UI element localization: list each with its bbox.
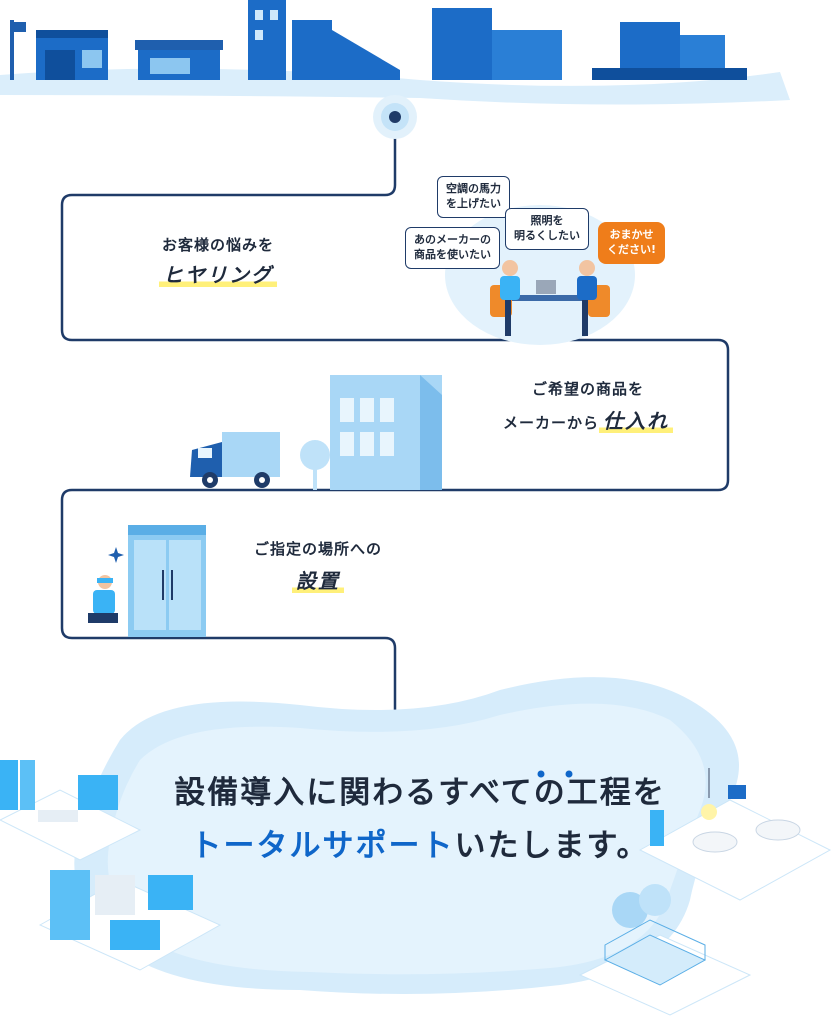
- speech-bubble-aircon: 空調の馬力 を上げたい: [437, 176, 510, 218]
- step-installation: ご指定の場所への 設置: [218, 540, 418, 594]
- tagline-line2: トータルサポートいたします。: [140, 831, 700, 862]
- start-point-icon: [373, 95, 417, 139]
- step-procurement-emphasis: 仕入れ: [599, 408, 673, 433]
- kitchen-scene-illustration: [38, 870, 222, 971]
- installation-illustration: [88, 525, 206, 637]
- step-procurement-text: ご希望の商品を: [531, 380, 644, 398]
- tagline-emphasis-dots: [537, 770, 573, 778]
- cityscape-illustration: [0, 0, 790, 105]
- step-procurement: ご希望の商品を メーカーから仕入れ: [478, 380, 698, 434]
- step-hearing-emphasis: ヒヤリング: [159, 262, 277, 287]
- speech-bubble-maker: あのメーカーの 商品を使いたい: [405, 227, 500, 269]
- tagline: 設備導入に関わるすべての工程を トータルサポートいたします。: [140, 778, 700, 862]
- step-procurement-prefix: メーカーから: [502, 413, 599, 432]
- tagline-total-support: トータルサポート: [190, 828, 455, 864]
- step-installation-text: ご指定の場所への: [253, 540, 382, 558]
- tagline-line1: 設備導入に関わるすべての工程を: [174, 775, 666, 811]
- step-hearing: お客様の悩みを ヒヤリング: [118, 236, 318, 288]
- step-hearing-text: お客様の悩みを: [161, 236, 274, 254]
- truck-building-illustration: [190, 375, 442, 490]
- laundry-scene-illustration: [0, 760, 142, 861]
- step-installation-emphasis: 設置: [292, 568, 344, 593]
- cafe-scene-illustration: [638, 768, 832, 901]
- tagline-line2-rest: いたします。: [454, 828, 650, 864]
- cloud-inner: [107, 703, 706, 975]
- speech-bubble-leave-it: おまかせ ください!: [598, 222, 666, 264]
- greenhouse-scene-illustration: [578, 884, 752, 1016]
- speech-bubble-lighting: 照明を 明るくしたい: [505, 208, 589, 250]
